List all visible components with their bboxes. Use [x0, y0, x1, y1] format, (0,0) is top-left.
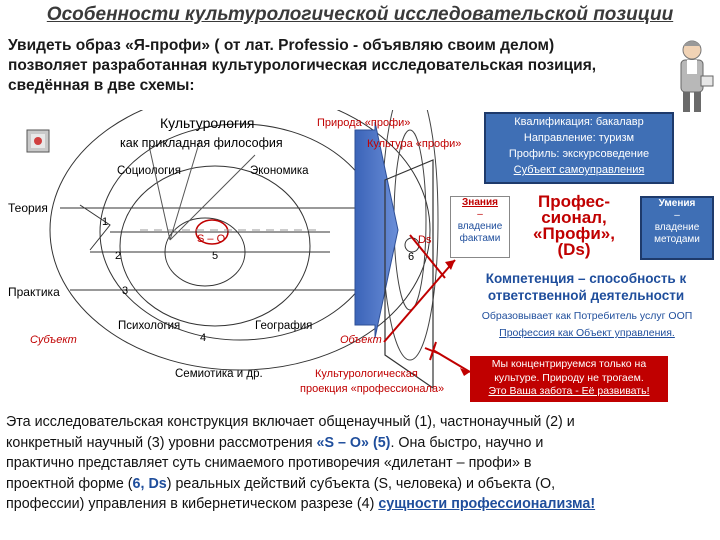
label-ds: Ds [418, 234, 432, 246]
competence-line-1: Компетенция – способность к [485, 271, 687, 286]
professional-line-1: Профес- [538, 192, 610, 211]
focus-line-3: Это Ваша забота - Её развивать! [488, 385, 650, 397]
label-cultural-projection-1: Культурологическая [315, 368, 418, 380]
presenter-illustration [680, 40, 714, 112]
label-sociology: Социология [117, 165, 181, 177]
knowledge-dash: – [477, 209, 483, 220]
footer-paragraph: Эта исследовательская конструкция включа… [6, 412, 714, 515]
level-1: 1 [102, 216, 109, 228]
intro-line-1: Увидеть образ «Я-профи» ( от лат. Profes… [8, 37, 555, 54]
label-object: Объект [340, 334, 382, 346]
book-icon [26, 129, 50, 153]
competence-line-2: ответственной деятельности [487, 288, 685, 303]
footer-line-5: профессии) управления в кибернетическом … [6, 494, 714, 515]
label-applied-philosophy: как прикладная философия [120, 136, 283, 150]
level-4: 4 [200, 332, 207, 344]
focus-box: Мы концентрируемся только на культуре. П… [470, 356, 668, 402]
footer-line-4: проектной форме (6, Ds) реальных действи… [6, 474, 714, 495]
label-nature-profi: Природа «профи» [317, 117, 411, 129]
footer-line-2-tail: . Она быстро, научно и [390, 434, 544, 451]
qualification-line-2: Направление: туризм [523, 132, 635, 144]
footer-line-5-text: профессии) управления в кибернетическом … [6, 496, 379, 513]
label-culturology: Культурология [160, 115, 255, 131]
professional-line-3: «Профи», [533, 224, 615, 243]
label-s-o: S – O [197, 233, 226, 245]
label-psychology: Психология [118, 320, 181, 332]
knowledge-title: Знания [462, 197, 498, 208]
footer-line-4-highlight: 6, Ds [132, 475, 167, 492]
professional-line-4: (Ds) [557, 240, 591, 259]
label-cultural-projection-2: проекция «профессионала» [300, 383, 445, 395]
professional-line-2: сионал, [541, 208, 607, 227]
competence-text: Компетенция – способность к ответственно… [456, 270, 716, 304]
footer-line-2: конкретный научный (3) уровни рассмотрен… [6, 433, 714, 454]
label-geography: География [255, 320, 313, 332]
footer-line-5-highlight: сущности профессионализма! [378, 496, 596, 513]
footer-line-3: практично представляет суть снимаемого п… [6, 455, 532, 472]
focus-line-1: Мы концентрируемся только на [491, 358, 647, 370]
footer-line-4-text: проектной форме ( [6, 475, 133, 492]
qualification-line-1: Квалификация: бакалавр [514, 116, 644, 128]
level-5: 5 [212, 250, 219, 262]
education-text: Образовывает как Потребитель услуг ООП П… [462, 308, 712, 342]
intro-line-2: позволяет разработанная культурологическ… [8, 57, 597, 74]
knowledge-box: Знания – владение фактами [450, 196, 510, 258]
footer-line-1: Эта исследовательская конструкция включа… [6, 414, 575, 430]
skills-title: Умения [658, 198, 696, 209]
qualification-box: Квалификация: бакалавр Направление: тури… [484, 112, 674, 184]
page-title: Особенности культурологической исследова… [46, 4, 674, 25]
research-diagram [49, 110, 484, 390]
qualification-line-3: Профиль: экскурсоведение [508, 148, 650, 160]
skills-dash: – [674, 210, 680, 221]
label-practice: Практика [8, 285, 60, 299]
level-2: 2 [115, 250, 122, 262]
label-subject: Субъект [30, 334, 77, 346]
intro-line-3: сведённая в две схемы: [8, 77, 195, 94]
education-line-1: Образовывает как Потребитель услуг ООП [481, 310, 693, 322]
professional-box: Профес- сионал, «Профи», (Ds) [512, 192, 636, 260]
knowledge-line-1: владение [457, 221, 503, 232]
skills-line-1: владение [654, 222, 700, 233]
knowledge-line-2: фактами [459, 233, 501, 244]
label-semiotics: Семиотика и др. [175, 368, 263, 380]
footer-line-2-highlight: «S – O» (5) [316, 434, 391, 451]
qualification-line-4: Субъект самоуправления [513, 164, 645, 176]
footer-line-2-text: конкретный научный (3) уровни рассмотрен… [6, 434, 317, 451]
label-economics: Экономика [250, 165, 309, 177]
focus-line-2: культуре. Природу не трогаем. [494, 371, 644, 384]
footer-line-4-tail: ) реальных действий субъекта (S, человек… [166, 475, 556, 492]
skills-line-2: методами [654, 234, 700, 245]
label-culture-profi: Культура «профи» [367, 138, 462, 150]
label-theory: Теория [8, 201, 48, 215]
level-6: 6 [408, 251, 415, 263]
skills-box: Умения – владение методами [640, 196, 714, 260]
level-3: 3 [122, 285, 129, 297]
education-line-2: Профессия как Объект управления. [499, 327, 675, 339]
